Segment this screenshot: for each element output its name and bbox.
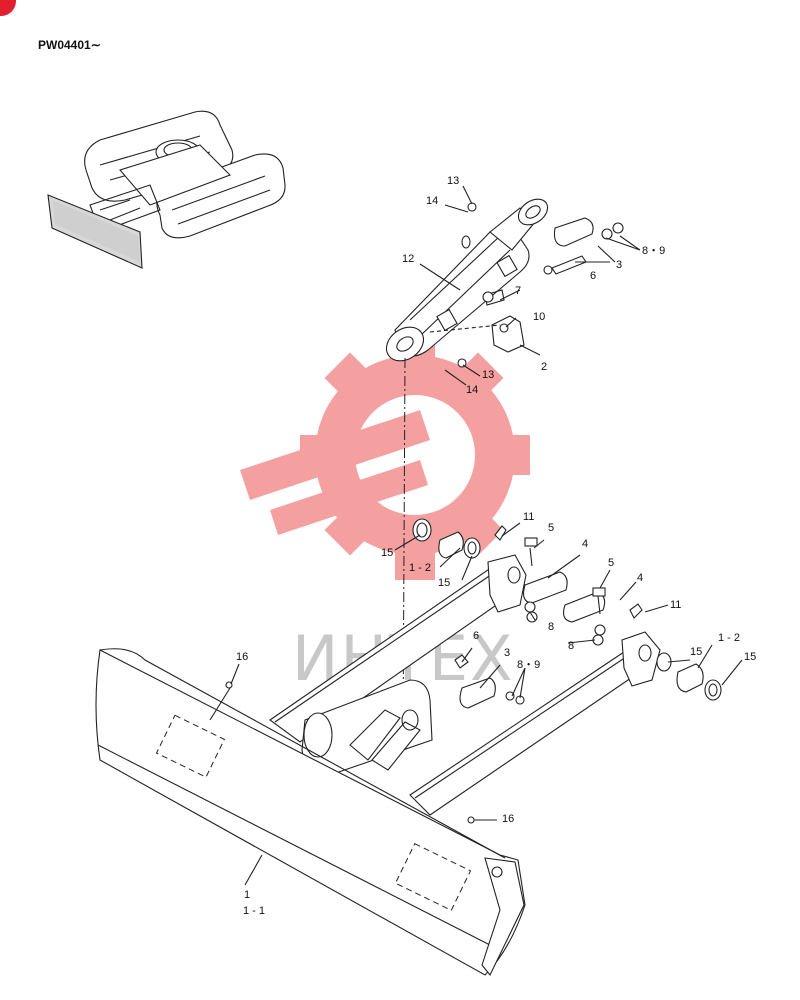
left-bushing-group: [412, 518, 507, 559]
callout-12: 12: [402, 253, 414, 265]
callout-5: 5: [608, 557, 614, 569]
callout-5: 5: [548, 522, 554, 534]
callout-8: 8: [568, 640, 574, 652]
callout-6: 6: [590, 270, 596, 282]
callout-13: 13: [447, 175, 459, 187]
pin-3-upper: [553, 217, 594, 247]
callout-11: 11: [523, 511, 534, 523]
machine-inset-drawing: [47, 110, 286, 269]
callout-11: 11: [670, 599, 681, 611]
callout-10: 10: [533, 311, 545, 323]
callout-8-9: 8・9: [642, 245, 665, 257]
callout-7: 7: [515, 285, 521, 297]
callout-8: 8: [548, 621, 554, 633]
callout-3: 3: [504, 647, 510, 659]
callout-3: 3: [616, 259, 622, 271]
callout-1: 1: [244, 889, 250, 901]
callout-15: 15: [438, 577, 450, 589]
bracket-2: [491, 315, 525, 353]
callout-15: 15: [381, 547, 393, 559]
callout-4: 4: [637, 572, 643, 584]
serial-range-label: PW04401∼: [38, 38, 101, 52]
callout-16: 16: [502, 813, 514, 825]
callout-6: 6: [473, 630, 479, 642]
callout-labels: 13 14 12 8・9 3 6 7 10 2 13 14 15 1 - 2 1…: [236, 175, 756, 917]
callout-1-1: 1 - 1: [243, 905, 265, 917]
callout-15: 15: [690, 646, 702, 658]
leader-lines: [230, 185, 743, 886]
callout-14: 14: [466, 384, 478, 396]
callout-1-2: 1 - 2: [409, 562, 431, 574]
callout-4: 4: [582, 538, 588, 550]
callout-2: 2: [541, 361, 547, 373]
blade-frame: [269, 537, 722, 816]
dozer-blade: [95, 648, 526, 977]
callout-1-2: 1 - 2: [718, 632, 740, 644]
callout-13: 13: [482, 369, 494, 381]
callout-8-9: 8・9: [517, 659, 540, 671]
callout-15: 15: [744, 651, 756, 663]
callout-14: 14: [426, 195, 438, 207]
watermark-gear-icon: [240, 330, 530, 580]
callout-16: 16: [236, 651, 248, 663]
blade-cylinder: [385, 198, 624, 368]
